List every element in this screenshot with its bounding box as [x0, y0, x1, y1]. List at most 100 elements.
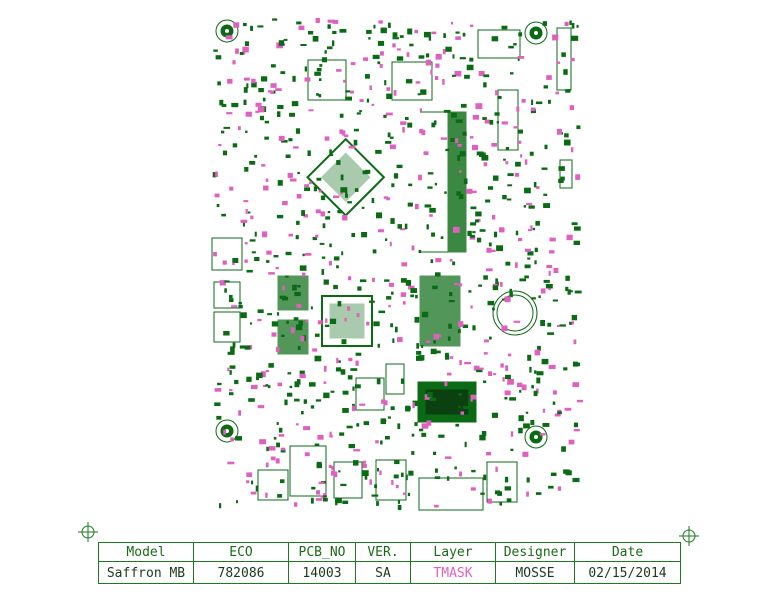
smd-part: [244, 259, 248, 263]
smd-part: [386, 93, 393, 99]
smd-part: [244, 345, 251, 350]
header-version: VER.: [356, 543, 411, 561]
smd-part: [373, 24, 376, 29]
smd-part: [245, 209, 248, 214]
smd-part: [457, 329, 461, 334]
smd-part: [434, 476, 441, 479]
smd-part: [475, 219, 479, 223]
smd-part: [459, 57, 466, 60]
smd-part: [542, 408, 546, 413]
smd-part: [459, 360, 462, 366]
smd-part: [355, 360, 359, 366]
smd-part: [561, 52, 566, 57]
smd-part: [416, 351, 422, 355]
smd-part: [408, 470, 414, 476]
smd-part: [400, 121, 407, 125]
smd-part: [569, 290, 573, 293]
smd-part: [552, 34, 559, 41]
smd-part: [245, 111, 252, 117]
smd-part: [357, 286, 362, 291]
smd-part: [573, 240, 580, 245]
smd-part: [276, 422, 279, 425]
smd-part: [563, 69, 568, 75]
smd-part: [517, 56, 525, 59]
smd-part: [229, 389, 233, 392]
smd-part: [362, 463, 367, 468]
smd-part: [386, 197, 390, 201]
smd-part: [221, 103, 227, 107]
smd-part: [523, 205, 527, 208]
smd-part: [338, 360, 341, 363]
smd-part: [520, 154, 523, 158]
smd-part: [391, 183, 395, 188]
smd-part: [421, 345, 424, 348]
smd-part: [229, 294, 233, 298]
smd-part: [297, 345, 301, 351]
smd-part: [216, 415, 222, 420]
smd-part: [409, 43, 414, 47]
smd-part: [387, 132, 391, 138]
smd-part: [505, 374, 511, 380]
smd-part: [265, 492, 268, 498]
smd-part: [250, 491, 257, 495]
smd-part: [336, 69, 342, 72]
smd-part: [300, 335, 305, 342]
smd-part: [319, 64, 323, 67]
smd-part: [331, 465, 334, 470]
smd-components: [212, 18, 583, 511]
smd-part: [250, 322, 253, 325]
smd-part: [546, 75, 552, 80]
header-date: Date: [611, 544, 644, 560]
smd-part: [385, 141, 392, 144]
smd-part: [424, 31, 431, 38]
smd-part: [549, 250, 555, 254]
smd-part: [333, 471, 338, 478]
smd-part: [375, 149, 382, 154]
smd-part: [470, 305, 473, 309]
smd-part: [569, 321, 573, 325]
value-date: 02/15/2014: [588, 565, 667, 581]
smd-part: [462, 324, 469, 328]
smd-part: [377, 343, 380, 348]
smd-part: [405, 279, 411, 286]
smd-part: [275, 458, 280, 464]
smd-part: [384, 80, 387, 86]
smd-part: [251, 78, 256, 84]
smd-part: [315, 234, 319, 238]
smd-part: [259, 439, 267, 445]
smd-part: [483, 82, 487, 88]
smd-part: [315, 399, 322, 402]
smd-part: [243, 200, 249, 203]
smd-part: [416, 343, 419, 349]
smd-part: [419, 408, 422, 413]
smd-part: [308, 109, 314, 112]
smd-part: [329, 318, 337, 324]
chipset-bga-package: [321, 295, 373, 347]
smd-part: [328, 464, 332, 468]
smd-part: [359, 279, 367, 283]
smd-part: [531, 385, 534, 389]
smd-part: [327, 19, 335, 23]
smd-part: [460, 411, 464, 416]
smd-part: [289, 178, 297, 182]
smd-part: [298, 320, 303, 326]
smd-part: [495, 90, 498, 96]
smd-part: [483, 275, 488, 280]
smd-part: [497, 491, 502, 496]
smd-part: [347, 276, 352, 281]
smd-part: [407, 492, 411, 497]
smd-part: [271, 332, 277, 337]
smd-part: [239, 52, 244, 55]
smd-part: [327, 46, 333, 50]
smd-part: [396, 56, 404, 61]
smd-part: [363, 421, 370, 426]
smd-part: [337, 210, 343, 214]
smd-part: [286, 320, 289, 324]
smd-part: [426, 340, 431, 343]
smd-part: [534, 260, 537, 265]
smd-part: [261, 76, 268, 82]
smd-part: [341, 130, 346, 136]
smd-part: [287, 392, 293, 397]
smd-part: [455, 119, 463, 123]
smd-part: [533, 182, 537, 188]
